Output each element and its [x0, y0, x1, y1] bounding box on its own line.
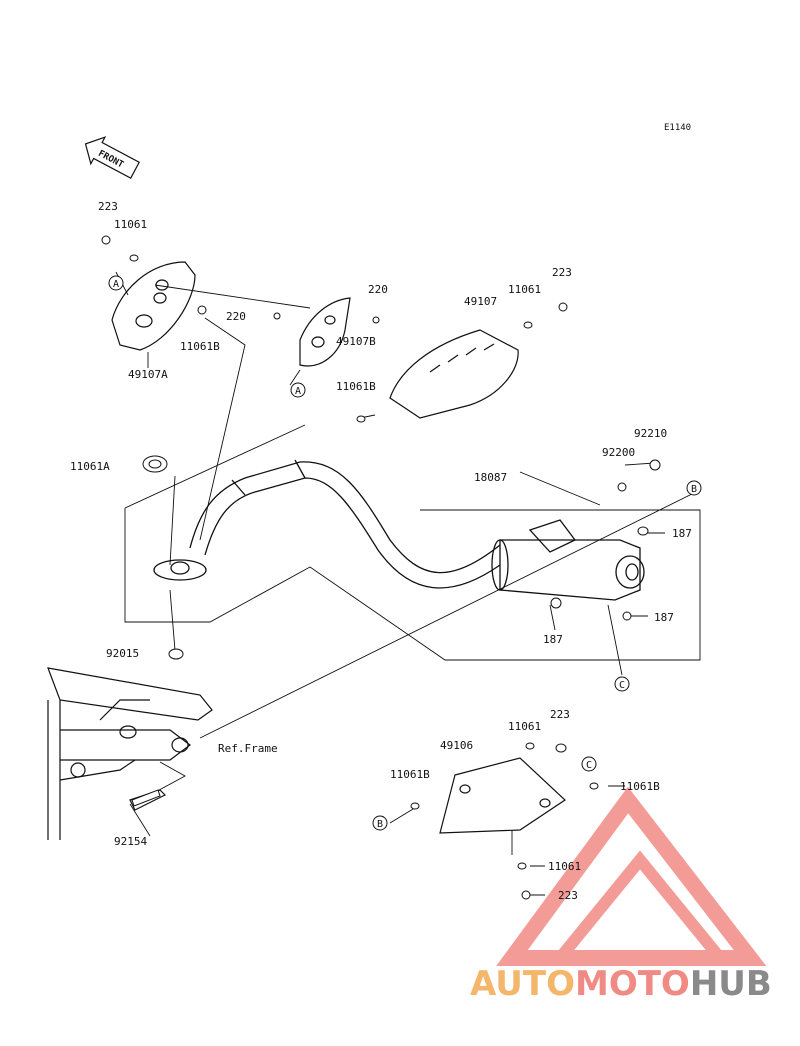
- watermark-hub: HUB: [690, 964, 772, 1004]
- part-11061b-low-left: 11061B: [390, 768, 430, 781]
- fasteners: [101, 235, 661, 900]
- part-11061-right: 11061: [508, 283, 541, 296]
- callout-circles: [108, 275, 702, 831]
- part-11061-top: 11061: [114, 218, 147, 231]
- watermark-logo: [496, 786, 767, 966]
- part-11061a: 11061A: [70, 460, 110, 473]
- part-49107b: 49107B: [336, 335, 376, 348]
- callout-a-top: A: [113, 279, 119, 290]
- callout-b-low: B: [377, 819, 383, 830]
- part-49107a: 49107A: [128, 368, 168, 381]
- part-223-top: 223: [98, 200, 118, 213]
- callout-a-mid: A: [295, 386, 301, 397]
- part-220-left: 220: [226, 310, 246, 323]
- callout-c-low: C: [586, 760, 592, 771]
- part-187-b: 187: [654, 611, 674, 624]
- front-arrow-icon: FRONT: [84, 136, 140, 179]
- part-92210: 92210: [634, 427, 667, 440]
- leader-lines: [115, 271, 701, 896]
- heat-guard-49107: [389, 329, 519, 419]
- part-11061-low: 11061: [508, 720, 541, 733]
- part-49107: 49107: [464, 295, 497, 308]
- callout-b-right: B: [691, 484, 697, 495]
- part-11061b-left: 11061B: [180, 340, 220, 353]
- part-92200: 92200: [602, 446, 635, 459]
- part-220-right: 220: [368, 283, 388, 296]
- watermark-text: AUTOMOTOHUB: [470, 964, 772, 1004]
- part-187-a: 187: [672, 527, 692, 540]
- part-223-bottom: 223: [558, 889, 578, 902]
- heat-guard-49106: [439, 757, 566, 834]
- part-18087: 18087: [474, 471, 507, 484]
- callout-c-mid: C: [619, 680, 625, 691]
- exhaust-pipe: [153, 459, 501, 589]
- part-92154: 92154: [114, 835, 147, 848]
- part-223-low: 223: [550, 708, 570, 721]
- part-11061-bottom: 11061: [548, 860, 581, 873]
- part-49106: 49106: [440, 739, 473, 752]
- muffler: [491, 519, 645, 601]
- part-11061b-mid: 11061B: [336, 380, 376, 393]
- part-223-right: 223: [552, 266, 572, 279]
- heat-guard-49107a: [111, 261, 196, 351]
- part-92015: 92015: [106, 647, 139, 660]
- ref-frame-label: Ref.Frame: [218, 742, 278, 755]
- diagram-code: E1140: [664, 123, 691, 133]
- part-187-c: 187: [543, 633, 563, 646]
- heat-guard-49107b: [299, 297, 351, 367]
- part-11061b-low-right: 11061B: [620, 780, 660, 793]
- frame-reference: [47, 667, 213, 840]
- watermark-moto: MOTO: [575, 964, 690, 1004]
- watermark-auto: AUTO: [470, 964, 575, 1004]
